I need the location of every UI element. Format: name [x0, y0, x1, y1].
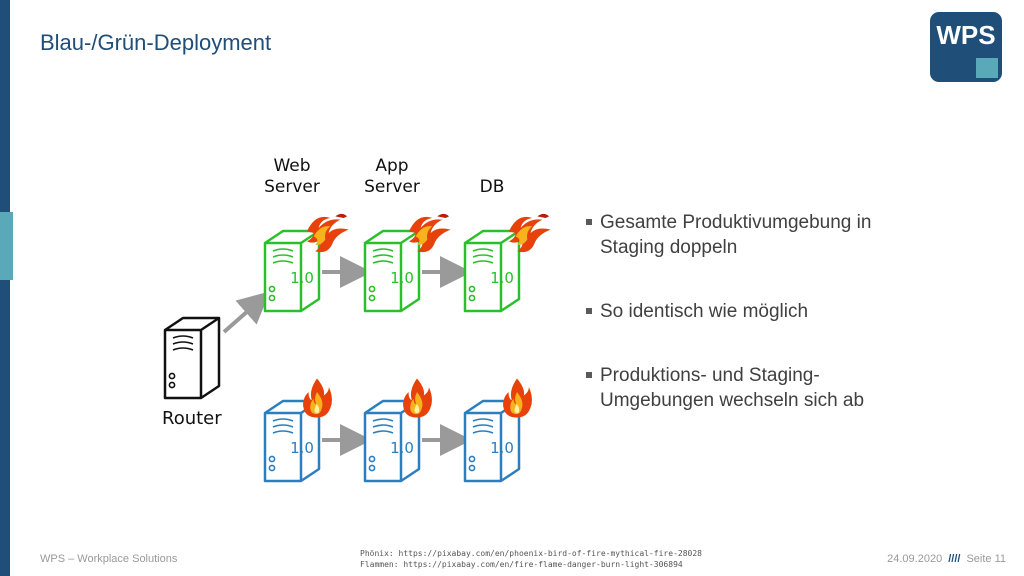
- column-label-web-server: Web Server: [264, 156, 320, 197]
- column-label-db: DB: [479, 177, 505, 197]
- left-accent-bar: [0, 212, 13, 280]
- credit-phoenix: Phönix: https://pixabay.com/en/phoenix-b…: [360, 549, 702, 558]
- credit-flames: Flammen: https://pixabay.com/en/fire-fla…: [360, 560, 683, 569]
- flame-icon: [403, 378, 432, 418]
- bullet-list: Gesamte Produktivumgebung in Staging dop…: [586, 210, 906, 452]
- green-app-version: 1.0: [390, 269, 414, 287]
- bullet-item: Gesamte Produktivumgebung in Staging dop…: [586, 210, 906, 260]
- logo-text: WPS: [936, 20, 995, 50]
- bullet-item: So identisch wie möglich: [586, 299, 906, 324]
- blue-db-version: 1.0: [490, 439, 514, 457]
- arrow-router-to-green: [222, 291, 270, 334]
- footer-company: WPS – Workplace Solutions: [40, 553, 178, 565]
- blue-web-version: 1.0: [290, 439, 314, 457]
- bullet-square-icon: [586, 308, 592, 314]
- bullet-square-icon: [586, 372, 592, 378]
- column-label-app-server: App Server: [364, 156, 420, 197]
- router-label: Router: [162, 408, 222, 429]
- image-credits: Phönix: https://pixabay.com/en/phoenix-b…: [360, 548, 702, 570]
- green-web-version: 1.0: [290, 269, 314, 287]
- footer-separator: ////: [948, 553, 961, 565]
- blue-app-version: 1.0: [390, 439, 414, 457]
- page-number: Seite 11: [966, 553, 1006, 565]
- bullet-square-icon: [586, 219, 592, 225]
- wps-logo: WPS: [930, 12, 1002, 82]
- bullet-item: Produktions- und Staging-Umgebungen wech…: [586, 363, 906, 413]
- slide-title: Blau-/Grün-Deployment: [40, 30, 272, 55]
- left-brand-bar: [0, 0, 10, 576]
- router-server-icon: [163, 316, 221, 400]
- flame-icon: [503, 378, 532, 418]
- flame-icon: [303, 378, 332, 418]
- footer-date: 24.09.2020: [887, 553, 943, 565]
- footer-meta: 24.09.2020 //// Seite 11: [887, 553, 1006, 565]
- green-db-version: 1.0: [490, 269, 514, 287]
